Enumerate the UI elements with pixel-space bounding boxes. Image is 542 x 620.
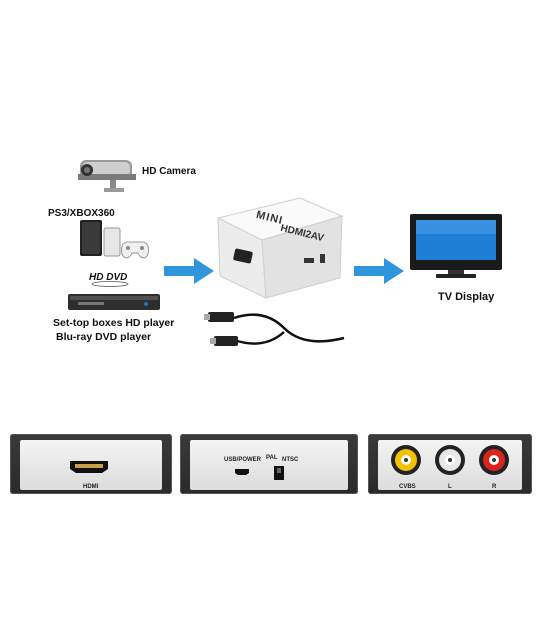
hdmi-port-label: HDMI bbox=[83, 484, 99, 490]
usb-port-icon bbox=[235, 469, 249, 475]
svg-text:HD DVD: HD DVD bbox=[89, 272, 127, 283]
arrow-right-icon bbox=[354, 258, 404, 284]
usb-cable bbox=[204, 312, 345, 346]
power-switch-panel: USB/POWER PAL NTSC bbox=[180, 434, 358, 494]
right-audio-label: R bbox=[492, 484, 497, 490]
cvbs-label: CVBS bbox=[399, 484, 416, 490]
usb-power-label: USB/POWER bbox=[224, 457, 262, 463]
hd-dvd-logo: HD DVD bbox=[89, 272, 129, 287]
settop-box-icon bbox=[68, 294, 160, 310]
left-audio-label: L bbox=[448, 484, 452, 490]
converter-device bbox=[216, 197, 344, 299]
rca-white-jack-icon bbox=[435, 445, 465, 475]
panel-face bbox=[190, 440, 348, 490]
tv-display-label: TV Display bbox=[438, 291, 495, 303]
rca-yellow-jack-icon bbox=[391, 445, 421, 475]
security-camera-icon bbox=[78, 160, 136, 192]
game-controller-icon bbox=[121, 241, 149, 259]
ps3-xbox-label: PS3/XBOX360 bbox=[48, 208, 115, 219]
av-output-panel: CVBS L R bbox=[368, 434, 532, 494]
hdmi-port-panel: HDMI bbox=[10, 434, 172, 494]
pal-label: PAL bbox=[266, 455, 278, 461]
settop-label-line2: Blu-ray DVD player bbox=[56, 331, 152, 343]
ntsc-label: NTSC bbox=[282, 457, 299, 463]
pal-ntsc-switch bbox=[274, 466, 284, 480]
hd-camera-label: HD Camera bbox=[142, 166, 196, 177]
game-console-icon bbox=[80, 220, 121, 257]
hdmi-port-icon bbox=[70, 461, 108, 473]
rca-red-jack-icon bbox=[479, 445, 509, 475]
arrow-right-icon bbox=[164, 258, 214, 284]
tv-icon bbox=[410, 214, 502, 278]
settop-label-line1: Set-top boxes HD player bbox=[53, 317, 175, 329]
